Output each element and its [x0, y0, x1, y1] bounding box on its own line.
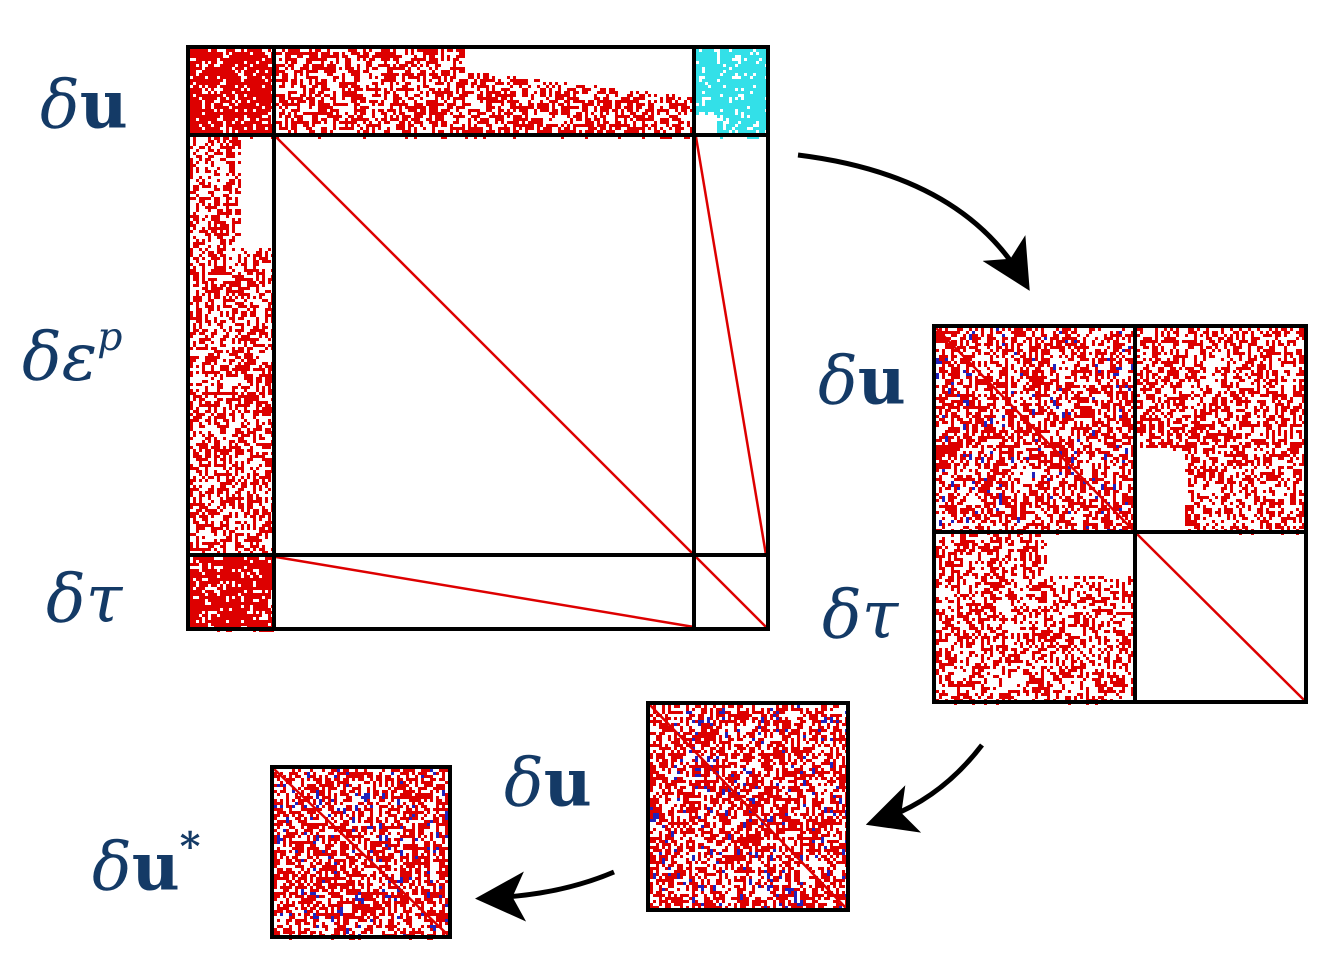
matrix-u-star-sparsity	[273, 768, 449, 940]
label-full-delta-eps-p: δεp	[22, 314, 123, 396]
matrix-reduced	[932, 324, 1308, 705]
matrix-reduced-sparsity	[935, 327, 1305, 705]
arrow-u-to-u-star	[475, 869, 615, 922]
matrix-u-frame	[646, 701, 850, 912]
matrix-full	[186, 45, 770, 632]
label-u-delta-u: δu	[504, 743, 592, 822]
matrix-u-sparsity	[649, 704, 848, 912]
matrix-u-star-frame	[270, 765, 452, 939]
matrix-u	[646, 701, 850, 912]
arrow-reduced-to-u	[865, 743, 984, 833]
label-reduced-delta-u: δu	[818, 341, 906, 420]
arrow-full-to-reduced	[797, 152, 1030, 291]
matrix-u-star	[270, 765, 452, 940]
label-full-delta-tau: δτ	[46, 560, 123, 638]
matrix-reduced-frame	[932, 324, 1308, 704]
matrix-full-sparsity	[190, 49, 768, 632]
label-u-star-delta-u-star: δu*	[92, 824, 201, 906]
label-full-delta-u: δu	[40, 65, 128, 144]
label-reduced-delta-tau: δτ	[822, 576, 899, 654]
matrix-full-frame	[186, 45, 770, 631]
